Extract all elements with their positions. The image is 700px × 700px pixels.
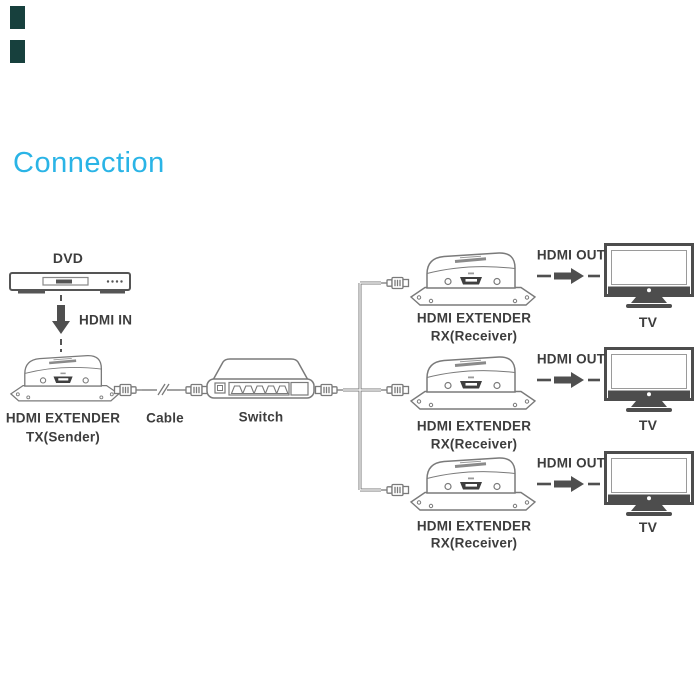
tx-label-line1: HDMI EXTENDER bbox=[5, 410, 121, 426]
rj45-plug-rx3 bbox=[380, 483, 410, 497]
dvd-label: DVD bbox=[52, 250, 84, 266]
rx3-label-line2: RX(Receiver) bbox=[430, 535, 518, 551]
hdmi-out-arrow-3 bbox=[537, 476, 600, 492]
hdmi-in-arrow bbox=[52, 295, 70, 352]
tx-label-line2: TX(Sender) bbox=[25, 429, 101, 445]
rj45-plug-rx2 bbox=[380, 383, 410, 397]
hdmi-out-label-1: HDMI OUT bbox=[536, 247, 606, 263]
rx1-label-line2: RX(Receiver) bbox=[430, 328, 518, 344]
tv-label-1: TV bbox=[638, 314, 658, 330]
tv-label-3: TV bbox=[638, 519, 658, 535]
switch-illustration bbox=[206, 358, 315, 399]
hdmi-out-label-3: HDMI OUT bbox=[536, 455, 606, 471]
rx2-label-line1: HDMI EXTENDER bbox=[416, 418, 532, 434]
cable-illustration bbox=[113, 383, 209, 397]
tv-label-2: TV bbox=[638, 417, 658, 433]
tv-1-illustration bbox=[604, 243, 694, 310]
hdmi-out-arrow-1 bbox=[537, 268, 600, 284]
rj45-plug-switch-out bbox=[314, 383, 344, 397]
rx3-label-line1: HDMI EXTENDER bbox=[416, 518, 532, 534]
switch-label: Switch bbox=[238, 409, 284, 425]
hdmi-extender-rx3-illustration bbox=[409, 456, 537, 512]
page-title: Connection bbox=[13, 147, 165, 179]
rj45-plug-tx bbox=[113, 383, 143, 397]
hdmi-out-label-2: HDMI OUT bbox=[536, 351, 606, 367]
rx2-label-line2: RX(Receiver) bbox=[430, 436, 518, 452]
rj45-plug-switch-in bbox=[179, 383, 209, 397]
hdmi-out-arrow-2 bbox=[537, 372, 600, 388]
trunk-cable bbox=[314, 276, 410, 497]
rj45-plug-rx1 bbox=[380, 276, 410, 290]
tv-3-illustration bbox=[604, 451, 694, 518]
dvd-player-illustration bbox=[9, 272, 131, 294]
tv-2-illustration bbox=[604, 347, 694, 414]
hdmi-extender-rx2-illustration bbox=[409, 355, 537, 411]
corner-mark-top bbox=[10, 6, 25, 29]
hdmi-in-label: HDMI IN bbox=[79, 312, 133, 328]
corner-mark-bottom bbox=[10, 40, 25, 63]
hdmi-extender-tx-illustration bbox=[9, 354, 121, 403]
cable-label: Cable bbox=[146, 410, 184, 426]
rx1-label-line1: HDMI EXTENDER bbox=[416, 310, 532, 326]
hdmi-extender-rx1-illustration bbox=[409, 251, 537, 307]
